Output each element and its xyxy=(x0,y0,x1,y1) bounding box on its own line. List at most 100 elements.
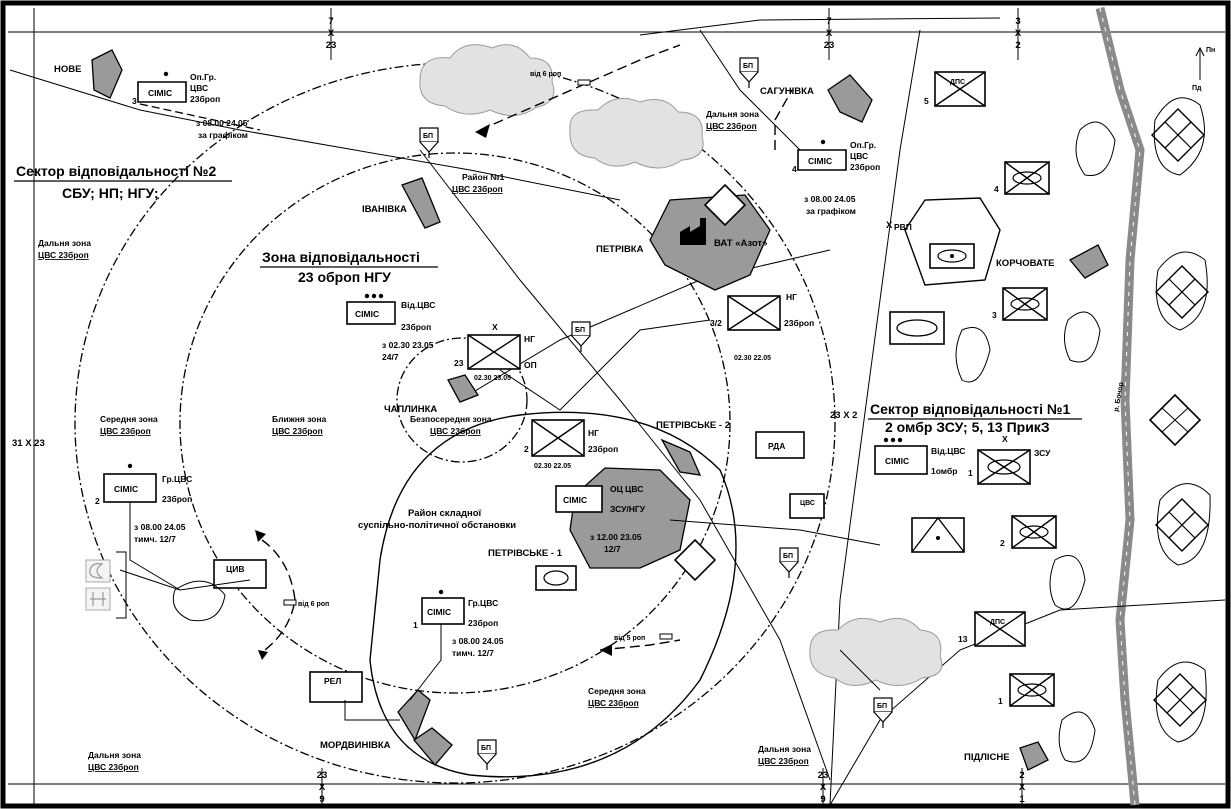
dps-unit-13: ДПС 13 xyxy=(958,611,1026,647)
civ-box: ЦИВ xyxy=(213,559,267,589)
svg-text:Сектор відповідальності №1: Сектор відповідальності №1 xyxy=(870,401,1070,417)
svg-text:з 12.00 23.05: з 12.00 23.05 xyxy=(590,532,642,542)
svg-text:НГ: НГ xyxy=(588,428,599,438)
svg-text:7: 7 xyxy=(826,16,831,27)
svg-text:СІМІС: СІМІС xyxy=(148,88,172,98)
svg-text:СІМІС: СІМІС xyxy=(563,495,587,505)
svg-text:Район складної: Район складної xyxy=(408,508,482,519)
zone-responsibility-label: Зона відповідальності 23 оброп НГУ xyxy=(260,249,438,285)
svg-text:ЦВС 23броп: ЦВС 23броп xyxy=(758,756,809,766)
svg-text:23: 23 xyxy=(326,40,337,51)
svg-text:23броп: 23броп xyxy=(401,322,431,332)
svg-text:з 02.30 23.05: з 02.30 23.05 xyxy=(382,340,434,350)
svg-text:1: 1 xyxy=(1019,794,1025,805)
svg-text:СІМІС: СІМІС xyxy=(427,607,451,617)
simis-unit-vid: СІМІС Від.ЦВС 23броп з 02.30 23.05 24/7 xyxy=(346,293,435,362)
village-pidlisne xyxy=(1019,741,1049,771)
svg-text:РЕЛ: РЕЛ xyxy=(324,676,341,686)
svg-text:12/7: 12/7 xyxy=(604,544,621,554)
svg-text:X: X xyxy=(820,782,827,793)
svg-text:БП: БП xyxy=(481,745,491,752)
svg-text:X: X xyxy=(328,28,335,39)
svg-text:Оп.Гр.: Оп.Гр. xyxy=(850,140,876,150)
svg-text:4: 4 xyxy=(994,184,999,194)
svg-text:9: 9 xyxy=(319,794,324,805)
svg-text:Дальня зона: Дальня зона xyxy=(758,744,811,754)
svg-text:від 6 роп: від 6 роп xyxy=(530,70,561,78)
village-nove xyxy=(91,49,123,99)
svg-text:БП: БП xyxy=(575,327,585,334)
svg-text:2: 2 xyxy=(1019,770,1024,781)
village-ivanivka xyxy=(401,177,441,229)
svg-text:ЗСУ: ЗСУ xyxy=(1034,448,1051,458)
svg-text:ПЕТРІВСЬКЕ - 1: ПЕТРІВСЬКЕ - 1 xyxy=(488,548,563,559)
svg-text:ОП: ОП xyxy=(524,360,537,370)
svg-text:4: 4 xyxy=(792,164,797,174)
connector-lines xyxy=(119,319,881,721)
svg-text:2: 2 xyxy=(1015,40,1020,51)
svg-text:Пд: Пд xyxy=(1192,85,1202,92)
ng-unit-2: НГ 23броп 2 02.30 22.05 xyxy=(524,419,618,470)
svg-text:Оп.Гр.: Оп.Гр. xyxy=(190,72,216,82)
compass-icon: Пн Пд xyxy=(1192,46,1215,92)
zsu-unit-4: 4 xyxy=(994,161,1050,195)
village-petrivske1 xyxy=(569,467,691,569)
grid-labels: 7 X 23 7 X 23 3 X 2 31 X 23 23 X 2 23 X … xyxy=(12,16,1026,805)
svg-text:Ближня зона: Ближня зона xyxy=(272,414,327,424)
tsvs-small-box: ЦВС xyxy=(789,493,825,519)
svg-text:23броп: 23броп xyxy=(784,318,814,328)
svg-text:Гр.ЦВС: Гр.ЦВС xyxy=(468,598,498,608)
zsu-unit-2: 2 xyxy=(1000,515,1057,549)
svg-text:НОВЕ: НОВЕ xyxy=(54,64,81,75)
svg-text:Від.ЦВС: Від.ЦВС xyxy=(931,446,965,456)
svg-text:ОЦ ЦВС: ОЦ ЦВС xyxy=(610,484,643,494)
svg-text:23: 23 xyxy=(818,770,829,781)
village-petrivske2 xyxy=(660,438,702,476)
svg-text:2: 2 xyxy=(524,444,529,454)
svg-text:ЦВС: ЦВС xyxy=(850,151,868,161)
svg-text:23 X 2: 23 X 2 xyxy=(830,410,857,421)
svg-text:02.30 23.05: 02.30 23.05 xyxy=(474,375,511,382)
svg-text:тимч. 12/7: тимч. 12/7 xyxy=(134,534,176,544)
svg-text:СБУ; НП; НГУ;: СБУ; НП; НГУ; xyxy=(62,185,159,201)
svg-text:ЧАПЛИНКА: ЧАПЛИНКА xyxy=(384,404,437,415)
svg-text:Гр.ЦВС: Гр.ЦВС xyxy=(162,474,192,484)
svg-text:3/2: 3/2 xyxy=(710,318,722,328)
svg-text:ІВАНІВКА: ІВАНІВКА xyxy=(362,204,407,215)
svg-text:Дальня зона: Дальня зона xyxy=(88,750,141,760)
svg-text:ПЕТРІВКА: ПЕТРІВКА xyxy=(596,244,644,255)
svg-text:23броп: 23броп xyxy=(850,162,880,172)
svg-text:ЦВС 23броп: ЦВС 23броп xyxy=(100,426,151,436)
svg-text:ЦВС: ЦВС xyxy=(800,500,815,507)
area-outlines xyxy=(172,97,1211,763)
svg-text:ЦВС 23броп: ЦВС 23броп xyxy=(706,121,757,131)
svg-text:ЦВС 23броп: ЦВС 23броп xyxy=(38,250,89,260)
svg-text:02.30 22.05: 02.30 22.05 xyxy=(534,463,571,470)
svg-text:ЦВС 23броп: ЦВС 23броп xyxy=(88,762,139,772)
svg-text:1: 1 xyxy=(413,620,418,630)
svg-text:Безпосередня зона: Безпосередня зона xyxy=(410,414,492,424)
svg-text:Сектор відповідальності №2: Сектор відповідальності №2 xyxy=(16,163,216,179)
dps-unit-5: ДПС 5 xyxy=(924,71,986,107)
svg-text:X: X xyxy=(319,782,326,793)
zone-circles xyxy=(74,62,836,784)
svg-text:Пн: Пн xyxy=(1206,47,1215,54)
simis-unit-oc: СІМІС ОЦ ЦВС ЗСУ/НГУ з 12.00 23.05 12/7 xyxy=(555,484,646,554)
factory-icon xyxy=(680,218,706,245)
svg-text:Від.ЦВС: Від.ЦВС xyxy=(401,300,435,310)
svg-text:X: X xyxy=(826,28,833,39)
svg-text:9: 9 xyxy=(820,794,825,805)
simis-unit-gr-left: СІМІС Гр.ЦВС 23броп 2 з 08.00 24.05 тимч… xyxy=(95,463,192,591)
svg-text:ЗСУ/НГУ: ЗСУ/НГУ xyxy=(610,504,646,514)
svg-text:2 омбр ЗСУ; 5, 13 ПрикЗ: 2 омбр ЗСУ; 5, 13 ПрикЗ xyxy=(885,419,1050,435)
svg-text:НГ: НГ xyxy=(786,292,797,302)
svg-text:X: X xyxy=(886,220,893,231)
svg-text:ЦВС 23броп: ЦВС 23броп xyxy=(430,426,481,436)
svg-text:3: 3 xyxy=(1015,16,1020,27)
bp-flags: БП БП БП БП БП БП xyxy=(419,57,893,771)
simis-unit-sector1: СІМІС Від.ЦВС 1омбр xyxy=(874,437,965,476)
svg-text:ЦВС 23броп: ЦВС 23броп xyxy=(272,426,323,436)
simis-unit-sahunivka: СІМІС Оп.Гр. ЦВС 23броп 4 з 08.00 24.05 … xyxy=(792,139,880,216)
